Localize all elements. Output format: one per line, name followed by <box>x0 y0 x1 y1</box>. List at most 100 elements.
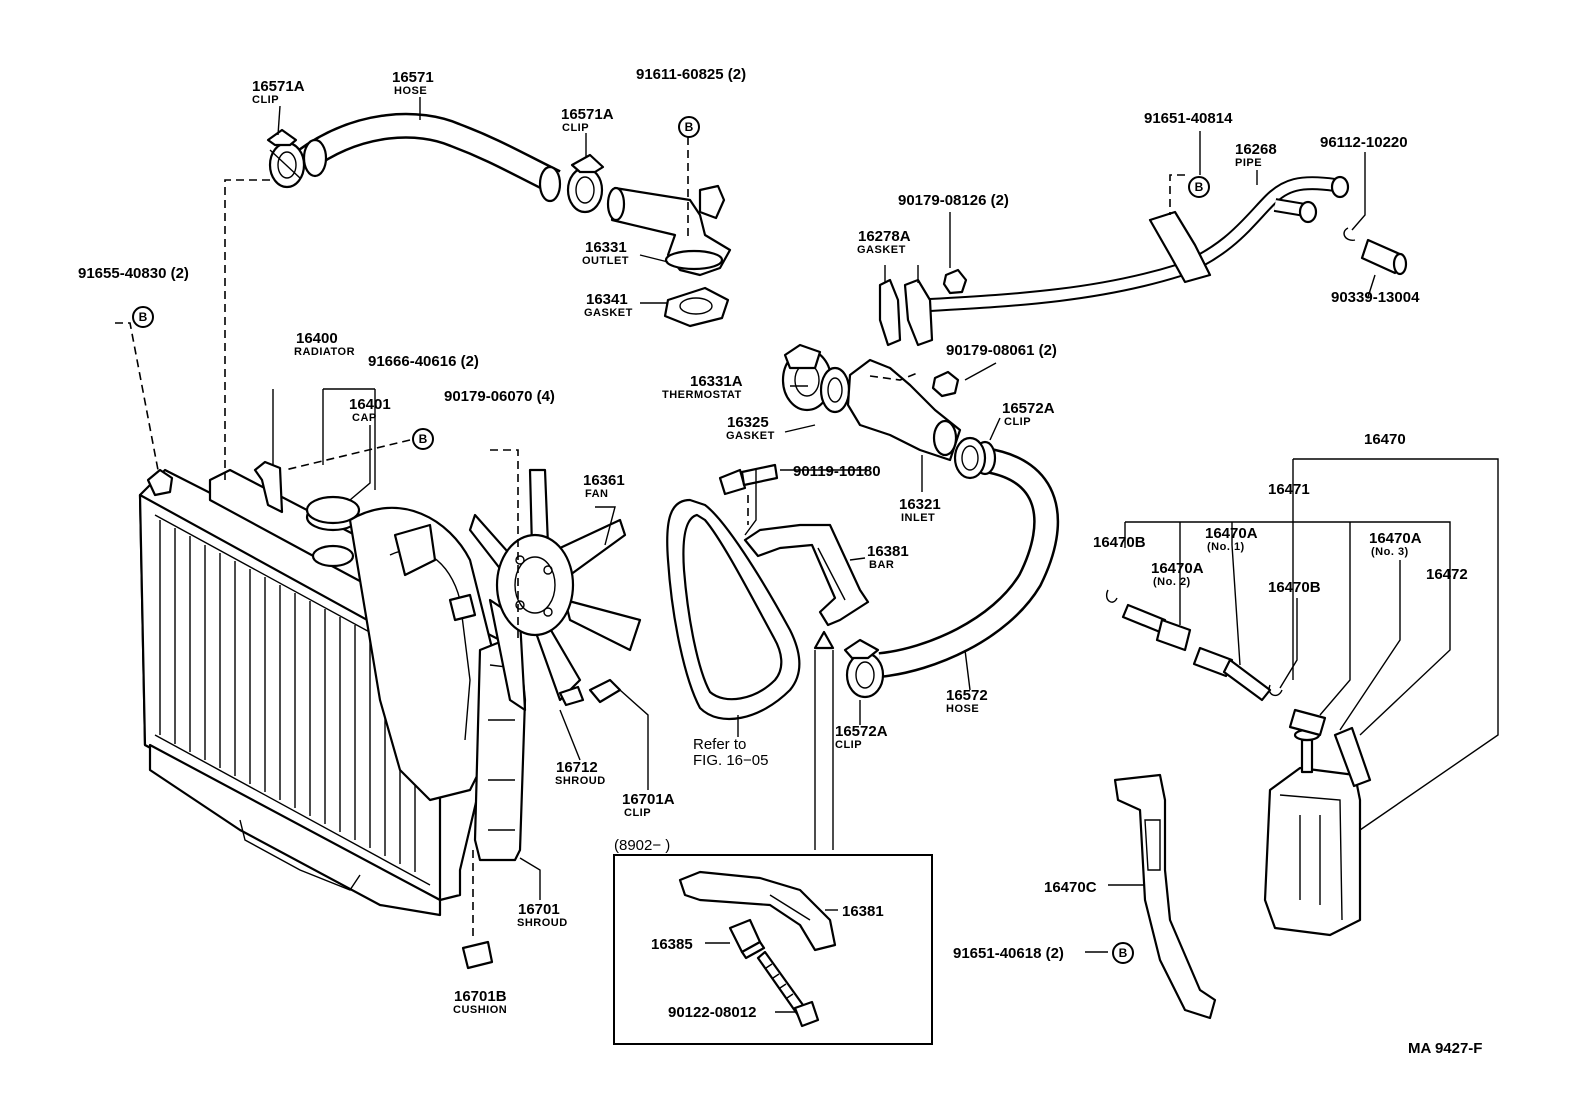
label-90179-06070: 90179-06070 (4) <box>444 388 555 405</box>
dashed-lines <box>115 137 1185 940</box>
cushion-16701B <box>461 940 494 970</box>
bolt-marker-b: B <box>1188 176 1210 198</box>
refer-note-line2: FIG. 16−05 <box>693 752 769 769</box>
label-91666-40616: 91666-40616 (2) <box>368 353 479 370</box>
pipe-16268 <box>929 175 1350 312</box>
label-16701-sub: SHROUD <box>517 917 568 929</box>
label-16572A-bottom: 16572A <box>835 723 888 740</box>
label-96112-10220: 96112-10220 <box>1320 134 1408 151</box>
clip-16571A-left <box>266 128 306 189</box>
label-16321-sub: INLET <box>901 512 936 524</box>
label-16701: 16701 <box>518 901 560 918</box>
bolt-marker-b: B <box>132 306 154 328</box>
label-16571-sub: HOSE <box>394 85 428 97</box>
label-16361-sub: FAN <box>585 488 609 500</box>
gasket-16341 <box>663 286 730 328</box>
label-16571A-mid: 16571A <box>561 106 614 123</box>
label-16278A: 16278A <box>858 228 911 245</box>
radiator-cap-16401 <box>305 495 361 568</box>
label-16471: 16471 <box>1268 481 1310 498</box>
clip-16572A-bottom <box>843 638 885 699</box>
label-16571: 16571 <box>392 69 434 86</box>
label-16572A-top-sub: CLIP <box>1004 416 1032 428</box>
label-16385: 16385 <box>651 936 693 953</box>
label-16401-sub: CAP <box>352 412 377 424</box>
label-16331-sub: OUTLET <box>582 255 629 267</box>
bolt-marker-b: B <box>1112 942 1134 964</box>
inset-spacer-16385 <box>728 918 766 960</box>
clip-16572A-top <box>953 436 987 480</box>
label-16325: 16325 <box>727 414 769 431</box>
fan-16361 <box>468 468 642 712</box>
inset-bolt-90122-08012 <box>756 950 820 1028</box>
label-16571A-top-sub: CLIP <box>252 94 280 106</box>
label-16572A-top: 16572A <box>1002 400 1055 417</box>
label-16572: 16572 <box>946 687 988 704</box>
label-90122-08012: 90122-08012 <box>668 1004 757 1021</box>
label-90339-13004: 90339-13004 <box>1331 289 1420 306</box>
label-90179-08126: 90179-08126 (2) <box>898 192 1009 209</box>
label-16470A-no2: 16470A <box>1151 560 1204 577</box>
label-16470A-no2-sub: (No. 2) <box>1153 576 1191 588</box>
bracket-16470C <box>1113 773 1217 1020</box>
label-16325-sub: GASKET <box>726 430 775 442</box>
label-16472: 16472 <box>1426 566 1468 583</box>
label-16381: 16381 <box>867 543 909 560</box>
clips-16470B <box>1106 589 1283 697</box>
inset-title: (8902− ) <box>614 837 671 854</box>
label-16712-sub: SHROUD <box>555 775 606 787</box>
label-16470A-no1-sub: (No. 1) <box>1207 541 1245 553</box>
label-16268: 16268 <box>1235 141 1277 158</box>
gaskets-16278A <box>878 278 934 347</box>
water-outlet-16331 <box>606 184 732 277</box>
clips-16701A <box>558 678 622 707</box>
label-16571A-top: 16571A <box>252 78 305 95</box>
hose-90339-13004 <box>1360 238 1408 276</box>
label-91651-40814: 91651-40814 <box>1144 110 1233 127</box>
reservoir-hoses-16470A <box>1121 603 1327 737</box>
hose-16472 <box>1333 726 1372 788</box>
leader-lines <box>272 97 1499 1013</box>
label-16470A-no1: 16470A <box>1205 525 1258 542</box>
label-16331A-sub: THERMOSTAT <box>662 389 742 401</box>
label-91651-40618: 91651-40618 (2) <box>953 945 1064 962</box>
label-16571A-mid-sub: CLIP <box>562 122 590 134</box>
label-16341: 16341 <box>586 291 628 308</box>
label-90119-10180: 90119-10180 <box>793 463 881 480</box>
bolt-marker-b: B <box>412 428 434 450</box>
fan-belt <box>666 498 801 721</box>
label-16701B: 16701B <box>454 988 507 1005</box>
label-91655-40830: 91655-40830 (2) <box>78 265 189 282</box>
label-91611-60825: 91611-60825 (2) <box>636 66 747 83</box>
gasket-16325 <box>819 366 851 414</box>
bar-16381 <box>743 523 870 627</box>
label-16321: 16321 <box>899 496 941 513</box>
clip-16571A-mid <box>566 153 605 214</box>
label-16341-sub: GASKET <box>584 307 633 319</box>
inset-box <box>613 854 933 1045</box>
label-16701B-sub: CUSHION <box>453 1004 508 1016</box>
label-16470A-no3: 16470A <box>1369 530 1422 547</box>
thermostat-16331A <box>781 343 833 412</box>
label-16331A: 16331A <box>690 373 743 390</box>
label-16470A-no3-sub: (No. 3) <box>1371 546 1409 558</box>
bolt-marker-b: B <box>678 116 700 138</box>
clip-96112-10220 <box>1343 227 1356 241</box>
label-16401: 16401 <box>349 396 391 413</box>
label-16470: 16470 <box>1364 431 1406 448</box>
refer-note-line1: Refer to <box>693 736 747 753</box>
label-16400: 16400 <box>296 330 338 347</box>
inset-bar-16381 <box>678 870 837 952</box>
label-16400-sub: RADIATOR <box>294 346 356 358</box>
fan-shroud-16712 <box>348 506 502 802</box>
label-16278A-sub: GASKET <box>857 244 906 256</box>
label-16701A: 16701A <box>622 791 675 808</box>
label-16268-sub: PIPE <box>1235 157 1263 169</box>
inset-arrows <box>813 630 835 850</box>
label-16470B-left: 16470B <box>1093 534 1146 551</box>
label-16572-sub: HOSE <box>946 703 980 715</box>
label-16381-inset: 16381 <box>842 903 884 920</box>
bolt-90119-10180 <box>718 463 779 496</box>
label-16701A-sub: CLIP <box>624 807 652 819</box>
